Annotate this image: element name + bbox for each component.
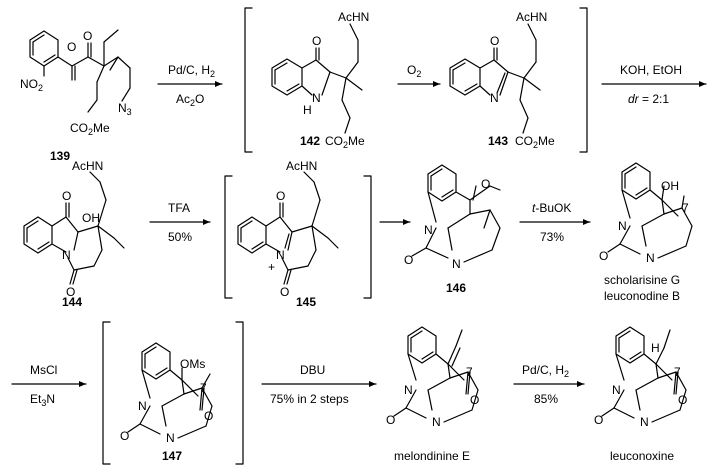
atom-o: O	[276, 189, 285, 203]
atom-achn: AcHN	[72, 159, 103, 173]
atom-co2me: CO2Me	[70, 121, 110, 137]
condition-step9-top: Pd/C, H2	[522, 363, 569, 379]
condition-step3-bottom: dr = 2:1	[628, 92, 669, 106]
condition-step2-top: O2	[407, 63, 421, 79]
condition-step3-top: KOH, EtOH	[620, 63, 682, 77]
compound-145-structure	[237, 171, 339, 285]
compound-label-142: 142	[300, 134, 320, 148]
compound-139-structure	[29, 29, 131, 113]
bracket-right-1	[579, 7, 588, 153]
melondinine-structure	[393, 326, 479, 423]
atom-o: O	[204, 409, 213, 423]
compound-name-leuconoxine: leuconoxine	[610, 449, 674, 463]
atom-locant-7: 7	[466, 365, 473, 379]
compound-label-146: 146	[446, 281, 466, 295]
compound-label-143: 143	[488, 134, 508, 148]
atom-o: O	[386, 413, 395, 427]
atom-h: H	[303, 103, 312, 117]
atom-n: N	[62, 248, 71, 262]
atom-achn: AcHN	[338, 10, 369, 24]
atom-o: O	[67, 40, 76, 54]
atom-achn: AcHN	[516, 10, 547, 24]
condition-step6-top: t-BuOK	[532, 201, 571, 215]
atom-o: O	[62, 189, 71, 203]
atom-n: N	[312, 91, 321, 105]
atom-o: O	[66, 285, 75, 299]
atom-n: N	[166, 431, 175, 445]
atom-o: O	[490, 34, 499, 48]
bracket-right-2	[363, 175, 372, 299]
atom-h: H	[651, 341, 660, 355]
condition-step7-top: MsCl	[30, 363, 57, 377]
atom-n: N	[424, 223, 433, 237]
atom-o: O	[280, 285, 289, 299]
scholarisine-structure	[607, 162, 693, 259]
atom-n: N	[276, 248, 285, 262]
condition-step6-bottom: 73%	[540, 230, 564, 244]
atom-o: O	[83, 29, 92, 43]
compound-label-144: 144	[62, 295, 82, 309]
atom-o: O	[678, 393, 687, 407]
atom-n: N	[490, 91, 499, 105]
atom-n: N	[452, 257, 461, 271]
atom-n3: N3	[118, 101, 132, 117]
atom-o: O	[120, 429, 129, 443]
atom-n: N	[138, 399, 147, 413]
condition-step8-bottom: 75% in 2 steps	[270, 392, 349, 406]
atom-o: O	[404, 253, 413, 267]
atom-n: N	[404, 383, 413, 397]
compound-143-structure	[449, 23, 541, 134]
atom-n: N	[612, 383, 621, 397]
leuconoxine-structure	[601, 326, 687, 423]
atom-n: N	[618, 219, 627, 233]
compound-147-structure	[127, 342, 213, 439]
compound-name-melondinine: melondinine E	[394, 449, 470, 463]
atom-oms: OMs	[180, 357, 205, 371]
atom-o: O	[594, 413, 603, 427]
bracket-left-1	[244, 7, 253, 153]
atom-oh: OH	[82, 211, 100, 225]
atom-achn: AcHN	[286, 159, 317, 173]
atom-n: N	[640, 415, 649, 429]
condition-step7-bottom: Et3N	[30, 392, 55, 408]
compound-name-leuconodine: leuconodine B	[604, 289, 680, 303]
atom-o: O	[312, 34, 321, 48]
atom-locant-7: 7	[682, 201, 689, 215]
condition-step1-top: Pd/C, H2	[168, 63, 215, 79]
atom-oh: OH	[661, 179, 679, 193]
compound-label-145: 145	[296, 295, 316, 309]
condition-step4-bottom: 50%	[168, 230, 192, 244]
condition-step4-top: TFA	[168, 201, 190, 215]
atom-o: O	[470, 393, 479, 407]
atom-o: O	[599, 249, 608, 263]
atom-locant-7: 7	[674, 365, 681, 379]
condition-step8-top: DBU	[300, 363, 325, 377]
bracket-left-2	[224, 175, 233, 299]
condition-step1-bottom: Ac2O	[176, 92, 204, 108]
atom-no2: NO2	[20, 77, 43, 93]
atom-charge-plus: +	[268, 260, 275, 274]
atom-co2me: CO2Me	[515, 134, 555, 150]
compound-label-147: 147	[162, 449, 182, 463]
atom-n: N	[432, 415, 441, 429]
atom-co2me: CO2Me	[325, 134, 365, 150]
atom-n: N	[646, 251, 655, 265]
compound-144-structure	[23, 171, 125, 285]
bracket-right-3	[235, 321, 244, 465]
condition-step9-bottom: 85%	[534, 392, 558, 406]
compound-name-scholarisine: scholarisine G	[604, 273, 680, 287]
atom-o: O	[481, 177, 490, 191]
compound-label-139: 139	[50, 149, 70, 163]
atom-locant-7: 7	[200, 381, 207, 395]
compound-142-structure	[271, 23, 363, 134]
bracket-left-3	[102, 321, 111, 465]
compound-146-structure	[411, 164, 501, 263]
